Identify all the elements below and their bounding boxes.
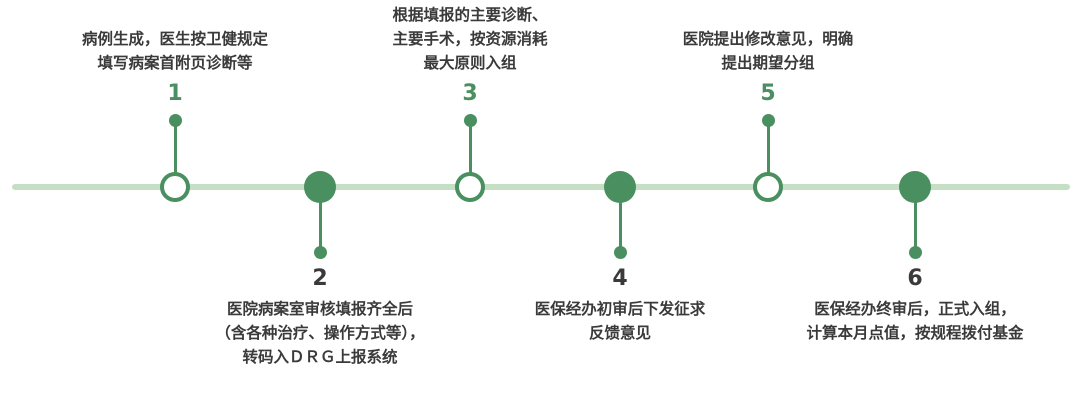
milestone-stem xyxy=(618,187,622,252)
milestone-description-6: 医保经办终审后，正式入组， 计算本月点值，按规程拨付基金 xyxy=(806,300,1024,343)
milestone-description-4: 医保经办初审后下发征求 反馈意见 xyxy=(534,300,706,343)
milestone-tip-dot xyxy=(613,246,627,259)
milestone-number-1: 1 xyxy=(167,81,183,106)
timeline-axis xyxy=(12,184,1070,190)
milestone-stem xyxy=(173,122,177,187)
milestone-stem xyxy=(318,187,322,252)
milestone-tip-dot xyxy=(908,246,922,259)
milestone-description-2: 医院病案室审核填报齐全后 （含各种治疗、操作方式等）， 转码入ＤＲＧ上报系统 xyxy=(215,300,425,367)
milestone-description-5: 医院提出修改意见，明确 提出期望分组 xyxy=(682,29,854,72)
milestone-marker-1[interactable] xyxy=(160,172,190,202)
milestone-number-5: 5 xyxy=(760,81,776,106)
milestone-marker-5[interactable] xyxy=(753,172,783,202)
milestone-description-3: 根据填报的主要诊断、 主要手术，按资源消耗 最大原则入组 xyxy=(392,5,548,72)
milestone-marker-3[interactable] xyxy=(455,172,485,202)
milestone-stem xyxy=(766,122,770,187)
milestone-stem xyxy=(468,122,472,187)
milestone-stem xyxy=(913,187,917,252)
milestone-tip-dot xyxy=(463,114,477,127)
milestone-tip-dot xyxy=(761,114,775,127)
milestone-marker-6[interactable] xyxy=(899,171,931,203)
milestone-number-6: 6 xyxy=(907,266,923,291)
milestone-number-3: 3 xyxy=(462,81,478,106)
milestone-description-1: 病例生成，医生按卫健规定 填写病案首附页诊断等 xyxy=(81,29,268,72)
milestone-tip-dot xyxy=(168,114,182,127)
milestone-marker-4[interactable] xyxy=(604,171,636,203)
milestone-marker-2[interactable] xyxy=(304,171,336,203)
milestone-number-4: 4 xyxy=(612,266,628,291)
milestone-number-2: 2 xyxy=(312,266,328,291)
milestone-tip-dot xyxy=(313,246,327,259)
